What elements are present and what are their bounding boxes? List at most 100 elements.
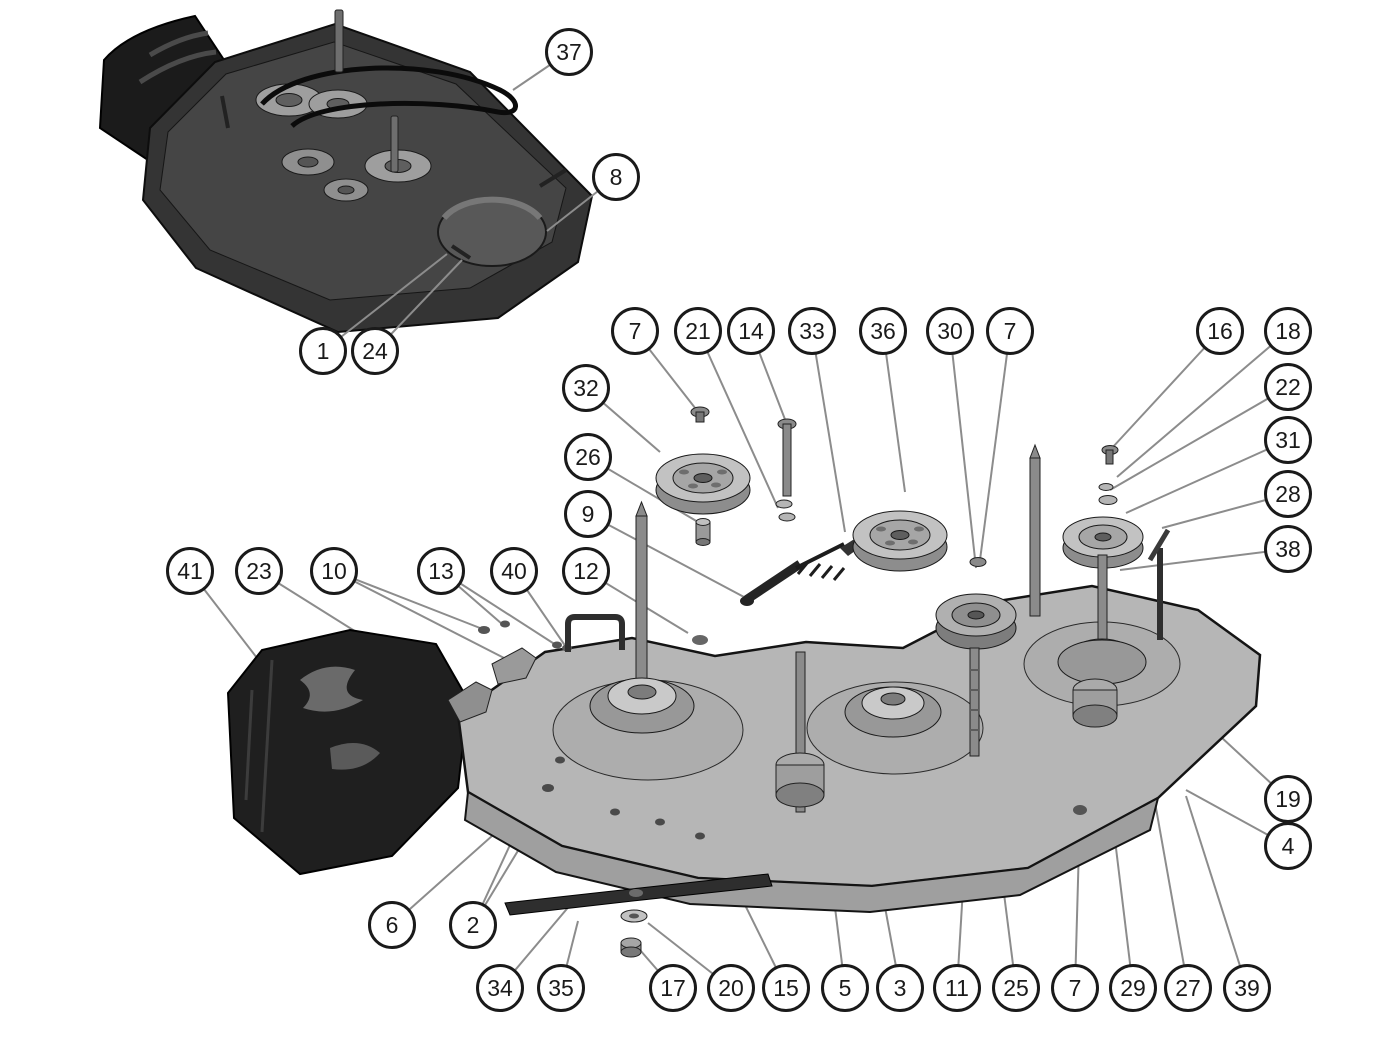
callout-label: 8: [609, 163, 623, 190]
callout-31[interactable]: 31: [1264, 416, 1312, 464]
callout-37[interactable]: 37: [545, 28, 593, 76]
right-spindle-stack: [1057, 445, 1147, 685]
callout-label: 7: [1003, 317, 1017, 344]
callout-33[interactable]: 33: [788, 307, 836, 355]
callout-label: 14: [738, 317, 764, 344]
callout-label: 38: [1275, 535, 1301, 562]
callout-9[interactable]: 9: [564, 490, 612, 538]
callout-24[interactable]: 24: [351, 327, 399, 375]
deck-shell: [456, 584, 1262, 914]
callout-27[interactable]: 27: [1164, 964, 1212, 1012]
callout-label: 34: [487, 974, 513, 1001]
callout-label: 26: [575, 443, 601, 470]
callout-19[interactable]: 19: [1264, 775, 1312, 823]
callout-40[interactable]: 40: [490, 547, 538, 595]
callout-7[interactable]: 7: [611, 307, 659, 355]
callout-label: 19: [1275, 785, 1301, 812]
callout-label: 7: [628, 317, 642, 344]
callout-label: 39: [1234, 974, 1260, 1001]
callout-38[interactable]: 38: [1264, 525, 1312, 573]
callout-label: 10: [321, 557, 347, 584]
blade: [504, 873, 773, 916]
callout-21[interactable]: 21: [674, 307, 722, 355]
pulley-32: [655, 453, 751, 515]
callout-label: 16: [1207, 317, 1233, 344]
callout-32[interactable]: 32: [562, 364, 610, 412]
callout-label: 2: [466, 911, 480, 938]
callout-11[interactable]: 11: [933, 964, 981, 1012]
callout-label: 9: [581, 500, 595, 527]
callout-label: 15: [773, 974, 799, 1001]
callout-label: 5: [838, 974, 852, 1001]
bolt-14: [775, 418, 797, 522]
callout-label: 21: [685, 317, 711, 344]
callout-17[interactable]: 17: [649, 964, 697, 1012]
callout-label: 28: [1275, 480, 1301, 507]
callout-20[interactable]: 20: [707, 964, 755, 1012]
callout-label: 33: [799, 317, 825, 344]
callout-label: 31: [1275, 426, 1301, 453]
callout-7[interactable]: 7: [986, 307, 1034, 355]
callout-label: 1: [316, 337, 330, 364]
callout-6[interactable]: 6: [368, 901, 416, 949]
callout-label: 6: [385, 911, 399, 938]
discharge-chute: [226, 628, 470, 876]
callout-label: 20: [718, 974, 744, 1001]
callout-label: 17: [660, 974, 686, 1001]
callout-41[interactable]: 41: [166, 547, 214, 595]
callout-5[interactable]: 5: [821, 964, 869, 1012]
callout-13[interactable]: 13: [417, 547, 465, 595]
exploded-deck-illustration: [226, 406, 1262, 958]
callout-28[interactable]: 28: [1264, 470, 1312, 518]
callout-1[interactable]: 1: [299, 327, 347, 375]
callout-8[interactable]: 8: [592, 153, 640, 201]
rod-28: [1147, 528, 1171, 562]
bolt-7a: [690, 406, 710, 423]
callout-29[interactable]: 29: [1109, 964, 1157, 1012]
callout-label: 37: [556, 38, 582, 65]
spacer-26: [695, 518, 711, 546]
callout-22[interactable]: 22: [1264, 363, 1312, 411]
callout-label: 22: [1275, 373, 1301, 400]
callout-16[interactable]: 16: [1196, 307, 1244, 355]
callout-label: 23: [246, 557, 272, 584]
center-spindle: [775, 647, 980, 813]
callout-18[interactable]: 18: [1264, 307, 1312, 355]
deck-handle: [565, 614, 625, 652]
callout-label: 12: [573, 557, 599, 584]
callout-label: 11: [945, 974, 969, 1001]
callout-label: 25: [1003, 974, 1029, 1001]
callout-12[interactable]: 12: [562, 547, 610, 595]
callout-label: 41: [177, 557, 203, 584]
callout-34[interactable]: 34: [476, 964, 524, 1012]
idler-spring: [740, 538, 862, 606]
callout-3[interactable]: 3: [876, 964, 924, 1012]
callout-7[interactable]: 7: [1051, 964, 1099, 1012]
callout-label: 32: [573, 374, 599, 401]
callout-14[interactable]: 14: [727, 307, 775, 355]
callout-4[interactable]: 4: [1264, 822, 1312, 870]
callout-26[interactable]: 26: [564, 433, 612, 481]
callout-23[interactable]: 23: [235, 547, 283, 595]
callout-36[interactable]: 36: [859, 307, 907, 355]
callout-label: 27: [1175, 974, 1201, 1001]
callout-39[interactable]: 39: [1223, 964, 1271, 1012]
callout-label: 36: [870, 317, 896, 344]
callout-label: 4: [1281, 832, 1295, 859]
callout-15[interactable]: 15: [762, 964, 810, 1012]
callout-35[interactable]: 35: [537, 964, 585, 1012]
right-housing: [1072, 678, 1118, 728]
callout-label: 3: [893, 974, 907, 1001]
callout-label: 29: [1120, 974, 1146, 1001]
callout-30[interactable]: 30: [926, 307, 974, 355]
callout-label: 24: [362, 337, 388, 364]
callout-25[interactable]: 25: [992, 964, 1040, 1012]
callout-2[interactable]: 2: [449, 901, 497, 949]
callout-label: 30: [937, 317, 963, 344]
callout-label: 35: [548, 974, 574, 1001]
callout-label: 7: [1068, 974, 1082, 1001]
assembled-deck-illustration: [98, 9, 594, 334]
callout-10[interactable]: 10: [310, 547, 358, 595]
